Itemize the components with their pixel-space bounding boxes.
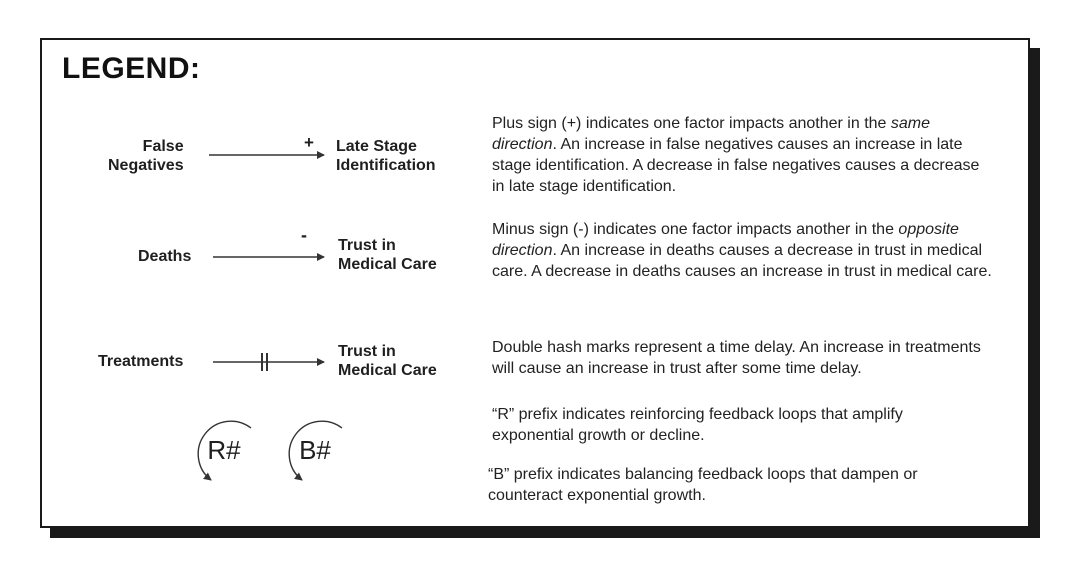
reinforcing-loop-icon: R# <box>197 420 252 481</box>
node-line: Late Stage <box>336 138 417 155</box>
node-treatments: Treatments <box>98 352 183 371</box>
minus-sign-description: Minus sign (-) indicates one factor impa… <box>492 219 992 282</box>
node-line: False <box>142 138 184 155</box>
desc-text: Minus sign (-) indicates one factor impa… <box>492 221 899 238</box>
balancing-loop-label: B# <box>299 435 331 465</box>
node-line: Deaths <box>138 248 192 265</box>
desc-italic: same direction <box>492 115 930 153</box>
desc-text: . An increase in false negatives causes … <box>492 136 980 195</box>
legend-title: LEGEND: <box>62 52 201 85</box>
node-false-negatives: False Negatives <box>108 137 184 175</box>
node-trust-in-medical-care: Trust in Medical Care <box>338 236 437 274</box>
node-line: Trust in <box>338 343 396 360</box>
plus-sign-description: Plus sign (+) indicates one factor impac… <box>492 113 992 197</box>
delay-description: Double hash marks represent a time delay… <box>492 337 992 379</box>
desc-text: . An increase in deaths causes a decreas… <box>492 242 992 280</box>
node-late-stage-identification: Late Stage Identification <box>336 137 436 175</box>
balancing-loop-icon: B# <box>288 420 343 481</box>
legend-card: LEGEND: False Negatives Late Stage Ident… <box>40 38 1030 528</box>
legend-graphics: + - R# B# <box>197 133 343 481</box>
desc-text: “R” prefix indicates reinforcing feedbac… <box>492 406 903 444</box>
node-line: Identification <box>336 157 436 174</box>
node-line: Medical Care <box>338 256 437 273</box>
minus-marker: - <box>301 225 307 245</box>
node-deaths: Deaths <box>138 247 191 266</box>
desc-text: Double hash marks represent a time delay… <box>492 339 981 377</box>
balancing-loop-description: “B” prefix indicates balancing feedback … <box>488 464 988 506</box>
node-line: Negatives <box>108 157 184 174</box>
node-trust-in-medical-care-2: Trust in Medical Care <box>338 342 437 380</box>
node-line: Treatments <box>98 353 184 370</box>
plus-marker: + <box>304 133 314 152</box>
desc-text: “B” prefix indicates balancing feedback … <box>488 466 918 504</box>
desc-italic: opposite direction <box>492 221 959 259</box>
node-line: Medical Care <box>338 362 437 379</box>
reinforcing-loop-label: R# <box>207 435 241 465</box>
node-line: Trust in <box>338 237 396 254</box>
reinforcing-loop-description: “R” prefix indicates reinforcing feedbac… <box>492 404 962 446</box>
desc-text: Plus sign (+) indicates one factor impac… <box>492 115 891 132</box>
